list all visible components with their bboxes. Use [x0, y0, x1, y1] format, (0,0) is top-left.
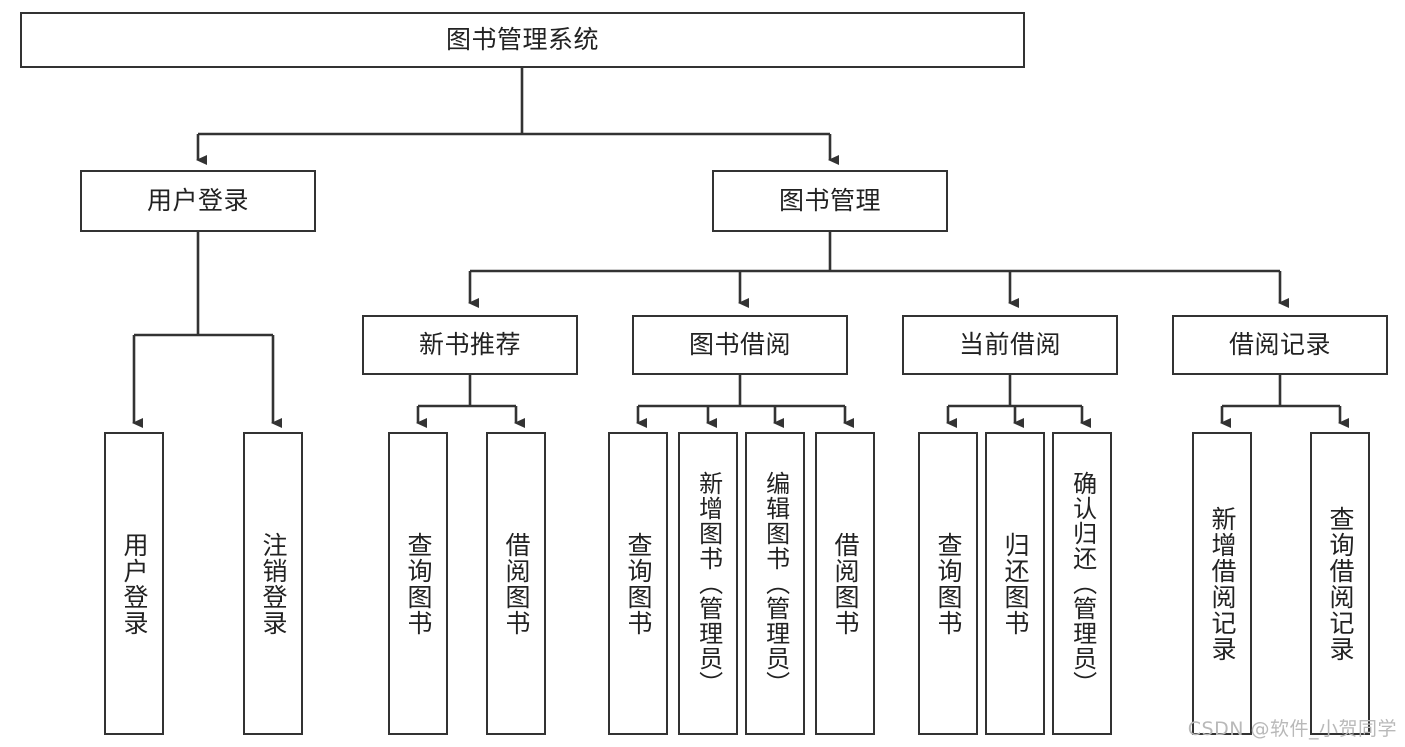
leaf-book-borrow-edit-book-admin[interactable]: 编辑图书（管理员） [745, 432, 805, 735]
node-current-borrow[interactable]: 当前借阅 [902, 315, 1118, 375]
node-book-management[interactable]: 图书管理 [712, 170, 948, 232]
node-book-borrow[interactable]: 图书借阅 [632, 315, 848, 375]
leaf-current-borrow-return-book[interactable]: 归还图书 [985, 432, 1045, 735]
leaf-current-borrow-confirm-return-admin[interactable]: 确认归还（管理员） [1052, 432, 1112, 735]
node-root-book-management-system[interactable]: 图书管理系统 [20, 12, 1025, 68]
leaf-current-borrow-query-book[interactable]: 查询图书 [918, 432, 978, 735]
node-borrow-records[interactable]: 借阅记录 [1172, 315, 1388, 375]
leaf-new-book-query-book[interactable]: 查询图书 [388, 432, 448, 735]
leaf-user-login-login[interactable]: 用户登录 [104, 432, 164, 735]
leaf-user-login-logout[interactable]: 注销登录 [243, 432, 303, 735]
leaf-borrow-records-query-record[interactable]: 查询借阅记录 [1310, 432, 1370, 735]
watermark-csdn: CSDN @软件_小贺同学 [1187, 718, 1397, 740]
leaf-new-book-borrow-book[interactable]: 借阅图书 [486, 432, 546, 735]
leaf-borrow-records-add-record[interactable]: 新增借阅记录 [1192, 432, 1252, 735]
leaf-book-borrow-borrow-book[interactable]: 借阅图书 [815, 432, 875, 735]
leaf-book-borrow-query-book[interactable]: 查询图书 [608, 432, 668, 735]
leaf-book-borrow-add-book-admin[interactable]: 新增图书（管理员） [678, 432, 738, 735]
node-new-book-recommend[interactable]: 新书推荐 [362, 315, 578, 375]
node-user-login[interactable]: 用户登录 [80, 170, 316, 232]
